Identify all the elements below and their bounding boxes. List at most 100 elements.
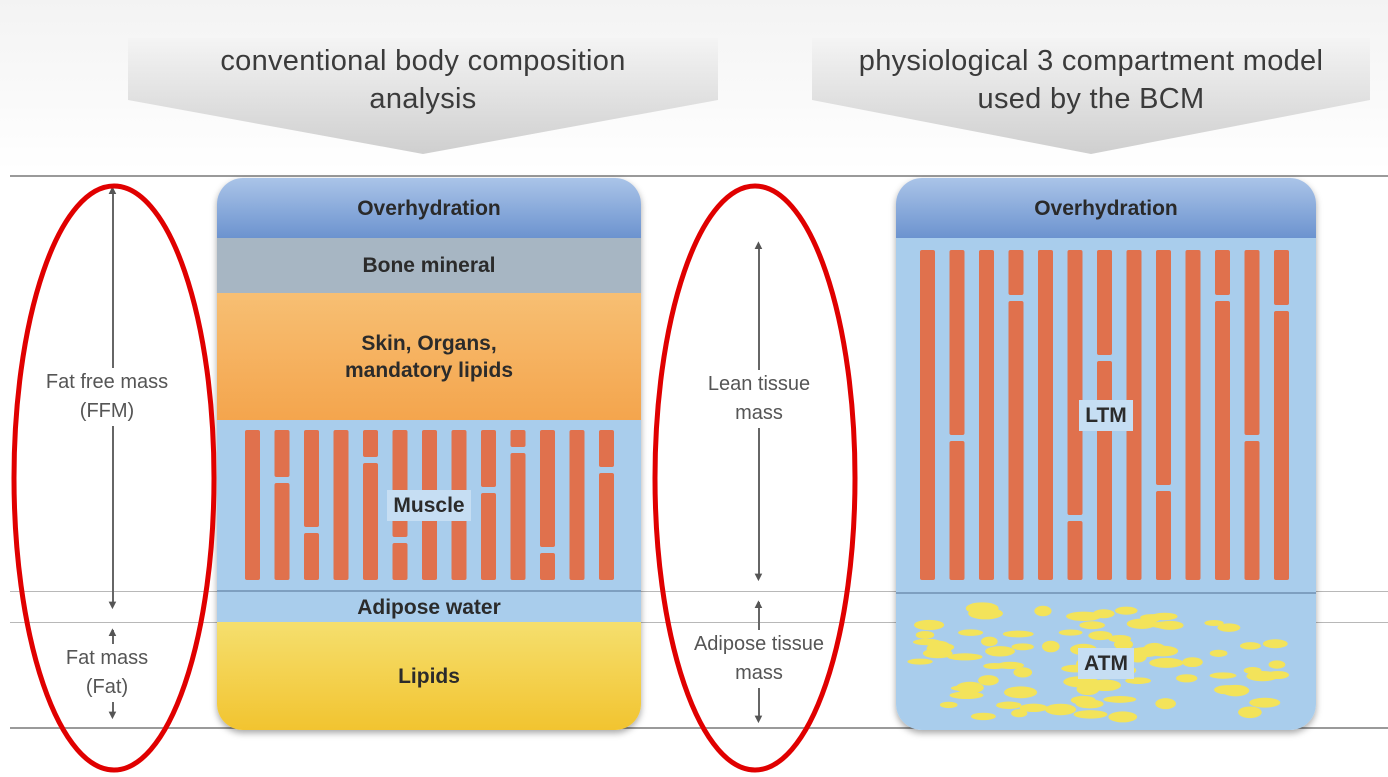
fat-globule	[1059, 629, 1083, 635]
fibre	[599, 430, 614, 467]
fat-globule	[1222, 685, 1249, 696]
fibre	[1068, 250, 1083, 515]
fibre	[1274, 250, 1289, 305]
fat-globule	[1217, 623, 1240, 632]
fat-globule	[916, 631, 934, 639]
overhydration-band: Overhydration	[217, 178, 641, 238]
fat-globule	[1127, 619, 1157, 629]
fibre	[1245, 441, 1260, 580]
fat-globule	[940, 702, 958, 708]
fat-globule	[1263, 639, 1288, 648]
fat-globule	[1003, 631, 1034, 638]
fat-globule	[1042, 641, 1060, 653]
fat-globule	[1020, 704, 1048, 712]
fibre	[1097, 361, 1112, 580]
fat-globule	[1266, 671, 1289, 679]
lipids-label: Lipids	[398, 663, 460, 690]
fat-globule	[1074, 710, 1108, 718]
fibre	[275, 483, 290, 580]
fibre	[540, 430, 555, 547]
fat-globule	[971, 713, 996, 720]
fat-globule	[1103, 696, 1136, 703]
fibre	[422, 513, 437, 580]
bone-mineral-band: Bone mineral	[217, 238, 641, 293]
fibre	[334, 430, 349, 580]
fat-globule	[1115, 607, 1137, 615]
fat-globule	[907, 659, 932, 665]
fat-globule	[1210, 650, 1228, 657]
fibre	[511, 430, 526, 447]
overhydration-band-right: Overhydration	[896, 178, 1316, 238]
fat-globule	[981, 637, 998, 647]
fibre	[1009, 250, 1024, 295]
fibre	[393, 430, 408, 537]
fat-globule	[1155, 698, 1176, 709]
fibre	[950, 250, 965, 435]
conventional-column: Overhydration Bone mineral Skin, Organs,…	[217, 178, 641, 730]
highlight-ellipse-middle	[648, 180, 862, 777]
fat-globule	[956, 682, 984, 694]
fibre	[1156, 491, 1171, 580]
atm-band: ATM	[896, 592, 1316, 730]
fibre	[363, 463, 378, 580]
header-left-text: conventional body composition analysis	[128, 38, 718, 118]
fat-globule	[958, 629, 983, 636]
fibre	[1097, 250, 1112, 355]
skin-organs-band: Skin, Organs, mandatory lipids	[217, 293, 641, 420]
ltm-band: LTM	[896, 238, 1316, 592]
fat-globule	[914, 620, 944, 630]
fibre	[275, 430, 290, 477]
bone-mineral-label: Bone mineral	[362, 252, 495, 279]
fibre	[393, 543, 408, 580]
fat-globule	[978, 675, 999, 685]
fat-globule	[1238, 706, 1262, 718]
fibre	[1009, 301, 1024, 580]
fibre	[540, 553, 555, 580]
adipose-water-band: Adipose water	[217, 590, 641, 624]
header-right: physiological 3 compartment model used b…	[812, 38, 1370, 154]
fibre	[481, 430, 496, 487]
fat-globule	[947, 653, 982, 660]
fat-globule	[1149, 658, 1183, 668]
fat-globule	[1182, 657, 1203, 667]
fat-globule	[1108, 635, 1131, 642]
fat-globule	[985, 646, 1015, 656]
fibre	[1038, 250, 1053, 580]
fat-globule	[1240, 642, 1261, 649]
fibre	[1068, 521, 1083, 580]
fat-globule	[1108, 711, 1137, 722]
fat-globule	[996, 702, 1021, 709]
fat-globule	[1075, 700, 1100, 707]
fibre	[511, 453, 526, 580]
fat-globule	[1013, 667, 1032, 677]
atm-label: ATM	[1078, 648, 1134, 679]
muscle-band: Muscle	[217, 420, 641, 590]
lipids-band: Lipids	[217, 622, 641, 730]
fat-globule	[997, 662, 1024, 669]
fat-globule	[1079, 621, 1105, 629]
fibre	[1156, 250, 1171, 485]
fat-globule	[1210, 672, 1237, 678]
fat-globule	[913, 639, 941, 645]
skin-organs-label: Skin, Organs, mandatory lipids	[314, 330, 544, 384]
highlight-ellipse-left	[8, 180, 220, 777]
fibre	[599, 473, 614, 580]
header-right-text: physiological 3 compartment model used b…	[812, 38, 1370, 118]
fibre	[363, 430, 378, 457]
muscle-label: Muscle	[387, 490, 470, 521]
fibre	[1245, 250, 1260, 435]
fibre	[1186, 250, 1201, 580]
overhydration-label: Overhydration	[357, 195, 501, 222]
fibre	[304, 533, 319, 580]
fibre	[950, 441, 965, 580]
fat-globule	[1045, 704, 1076, 716]
fat-globule	[1176, 674, 1197, 682]
fibre	[1274, 311, 1289, 580]
fibre	[570, 430, 585, 580]
fibre	[481, 493, 496, 580]
fat-globule	[1144, 643, 1166, 655]
overhydration-label-right: Overhydration	[1034, 195, 1178, 222]
ltm-label: LTM	[1079, 400, 1133, 431]
fat-globule	[1269, 660, 1286, 668]
bcm-column: Overhydration LTM ATM	[896, 178, 1316, 730]
